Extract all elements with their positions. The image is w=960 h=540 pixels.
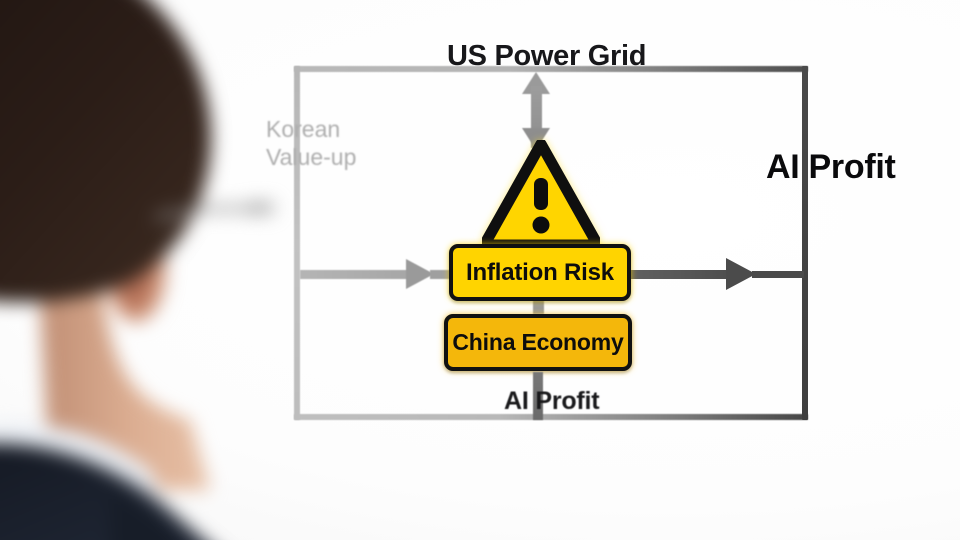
arrow-sign-to-right-edge-stub xyxy=(752,271,804,278)
warning-triangle-icon xyxy=(482,140,600,248)
label-us-power-grid: US Power Grid xyxy=(447,40,647,72)
frame-top-edge xyxy=(294,66,808,72)
frame-bottom-edge xyxy=(294,414,808,420)
label-korean-value-up: Korean Value-up xyxy=(266,115,356,171)
arrow-sign-to-right-edge-head-icon xyxy=(726,258,756,290)
label-ai-profit-bottom: AI Profit xyxy=(504,387,600,415)
double-arrow-vertical-shaft xyxy=(531,86,542,148)
line-vertical-bottom xyxy=(533,372,543,420)
china-economy-sign[interactable]: China Economy xyxy=(444,314,632,371)
label-korean-value-up-line1: Korean xyxy=(266,116,341,142)
inflation-risk-sign[interactable]: Inflation Risk xyxy=(449,244,631,301)
arrow-left-to-sign-stub xyxy=(430,270,452,279)
label-ai-profit-right: AI Profit xyxy=(766,148,896,186)
label-korean-value-up-line2: Value-up xyxy=(266,144,357,171)
double-arrow-up-head-icon xyxy=(522,72,550,94)
connector-between-signs xyxy=(533,300,544,314)
frame-right-edge xyxy=(802,66,808,420)
arrow-left-to-sign-shaft xyxy=(300,270,412,279)
arrow-sign-to-right-edge-shaft xyxy=(630,270,730,279)
frame-left-edge xyxy=(294,66,300,420)
arrow-left-to-sign-head-icon xyxy=(406,259,434,289)
